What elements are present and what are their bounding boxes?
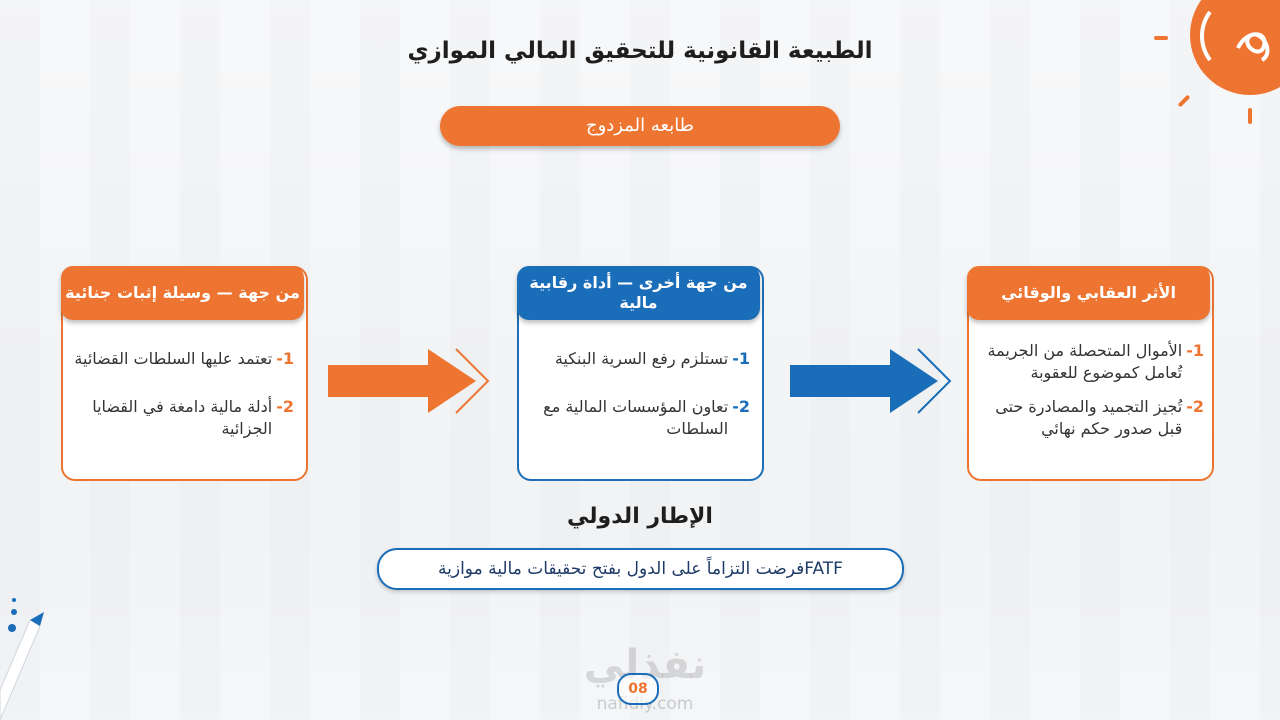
list-item: 2- تعاون المؤسسات المالية مع السلطات xyxy=(543,397,750,438)
dual-nature-label: طابعه المزدوج xyxy=(440,106,840,146)
international-text: FATFفرضت التزاماً على الدول بفتح تحقيقات… xyxy=(377,548,904,590)
card-body: 1- الأموال المتحصلة من الجريمة تُعامل كم… xyxy=(974,340,1205,466)
page-number: 08 xyxy=(617,673,659,705)
card-body: 1- تستلزم رفع السرية البنكية 2- تعاون ال… xyxy=(525,348,750,466)
card-heading: الأثر العقابي والوقائي xyxy=(967,266,1210,320)
card-heading: من جهة — وسيلة إثبات جنائية xyxy=(61,266,304,320)
card-criminal-evidence: من جهة — وسيلة إثبات جنائية 1- تعتمد علي… xyxy=(61,266,308,481)
page-title: الطبيعة القانونية للتحقيق المالي الموازي xyxy=(407,38,873,64)
card-heading: من جهة أخرى — أداة رقابية مالية xyxy=(517,266,760,320)
infinity-logo-icon xyxy=(1154,0,1280,124)
list-item: 1- الأموال المتحصلة من الجريمة تُعامل كم… xyxy=(987,341,1205,382)
pencil-icon xyxy=(0,598,44,720)
arrow-right-icon xyxy=(790,348,952,414)
card-financial-oversight: من جهة أخرى — أداة رقابية مالية 1- تستلز… xyxy=(517,266,764,481)
list-item: 1- تستلزم رفع السرية البنكية xyxy=(554,349,750,368)
list-item: 1- تعتمد عليها السلطات القضائية xyxy=(74,349,294,368)
card-body: 1- تعتمد عليها السلطات القضائية 2- أدلة … xyxy=(69,348,294,466)
list-item: 2- أدلة مالية دامغة في القضايا الجزائية xyxy=(92,397,294,438)
arrow-right-icon xyxy=(328,348,490,414)
card-punitive-effect: الأثر العقابي والوقائي 1- الأموال المتحص… xyxy=(967,266,1214,481)
list-item: 2- تُجيز التجميد والمصادرة حتى قبل صدور … xyxy=(995,397,1204,438)
international-title: الإطار الدولي xyxy=(567,504,713,529)
